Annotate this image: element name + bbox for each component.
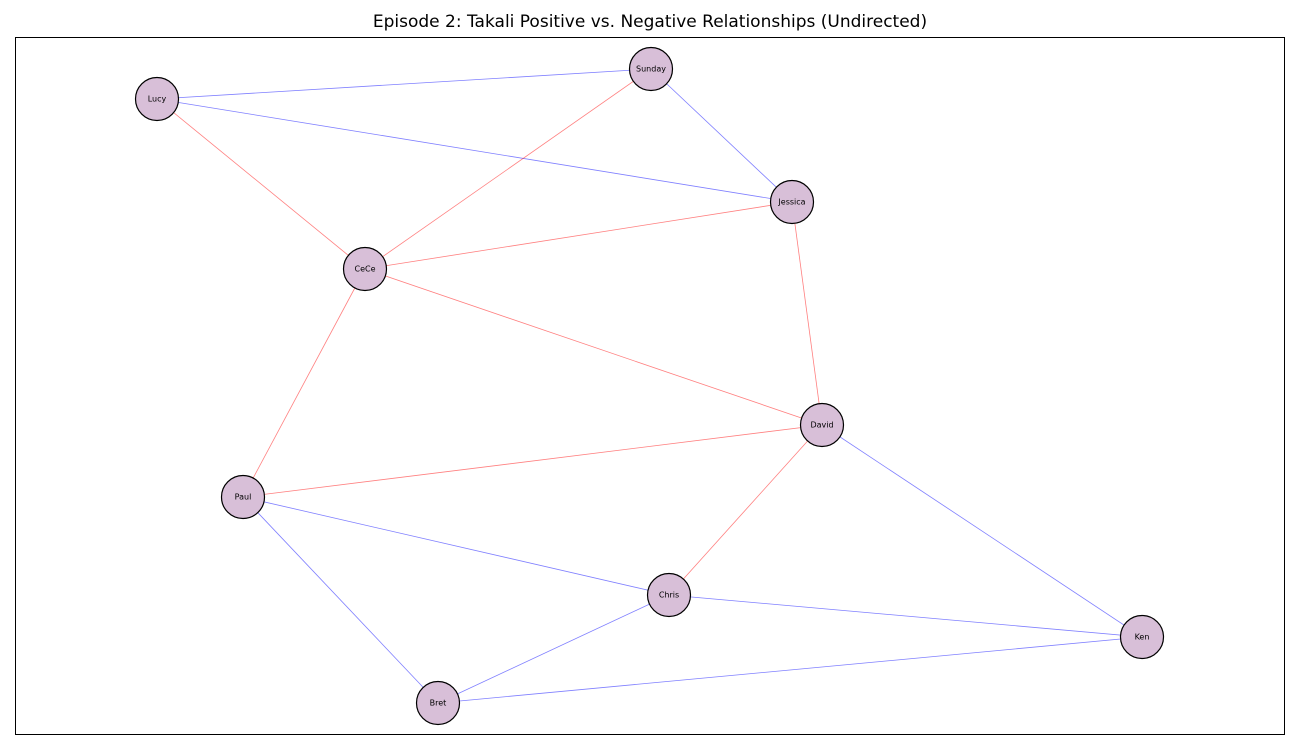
edge-jessica-david-negative: [791, 201, 823, 426]
node-david: David: [799, 402, 845, 448]
edge-sunday-jessica-positive: [650, 68, 793, 203]
node-label: David: [810, 421, 833, 430]
edge-paul-chris-positive: [242, 496, 670, 596]
chart-title: Episode 2: Takali Positive vs. Negative …: [372, 12, 928, 32]
node-label: Chris: [659, 591, 679, 600]
edge-cece-paul-negative: [242, 268, 366, 498]
edge-david-chris-negative: [668, 424, 823, 596]
edge-cece-david-negative: [364, 268, 823, 426]
edge-paul-bret-positive: [242, 496, 439, 704]
edge-bret-ken-positive: [437, 636, 1143, 704]
edge-chris-ken-positive: [668, 594, 1143, 638]
node-circle: [1119, 614, 1165, 660]
node-circle: [646, 572, 692, 618]
edge-lucy-jessica-positive: [156, 98, 793, 203]
node-circle: [799, 402, 845, 448]
node-label: Jessica: [777, 198, 805, 207]
node-ken: Ken: [1119, 614, 1165, 660]
node-chris: Chris: [646, 572, 692, 618]
edge-david-ken-positive: [821, 424, 1143, 638]
node-circle: [415, 680, 461, 726]
nodes-layer: Lucy SundayJessicaCeCeDavidPaulChrisKenBr…: [134, 46, 1165, 726]
edge-sunday-cece-negative: [364, 68, 652, 270]
edge-jessica-cece-negative: [364, 201, 793, 270]
node-label: Lucy: [148, 95, 167, 104]
node-label: Ken: [1135, 633, 1150, 642]
node-lucy: Lucy: [134, 76, 180, 122]
node-circle: [769, 179, 815, 225]
node-circle: [628, 46, 674, 92]
edge-lucy-sunday-positive: [156, 68, 652, 100]
node-circle: [342, 246, 388, 292]
node-label: Sunday: [636, 65, 666, 74]
node-label: Paul: [235, 493, 252, 502]
edge-chris-bret-positive: [437, 594, 670, 704]
node-cece: CeCe: [342, 246, 388, 292]
edges-layer: [156, 68, 1143, 704]
node-jessica: Jessica: [769, 179, 815, 225]
node-label: CeCe: [354, 265, 375, 274]
edge-lucy-cece-negative: [156, 98, 366, 270]
plot-frame: [15, 37, 1285, 735]
node-sunday: Sunday: [628, 46, 674, 92]
node-bret: Bret: [415, 680, 461, 726]
node-label: Bret: [430, 699, 447, 708]
node-paul: Paul: [220, 474, 266, 520]
node-circle: [220, 474, 266, 520]
edge-david-paul-negative: [242, 424, 823, 498]
node-circle: [134, 76, 180, 122]
